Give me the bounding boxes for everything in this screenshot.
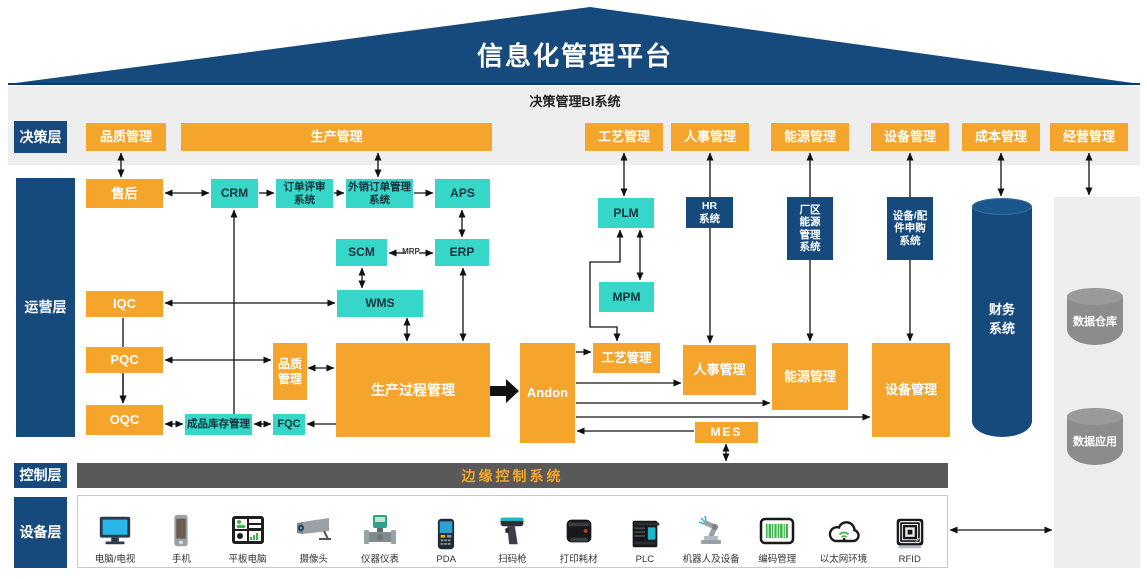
data-platform-panel: [1054, 197, 1140, 568]
device-item: 打印耗材: [547, 499, 611, 565]
cylinder-body: [972, 206, 1032, 437]
node-process-mgmt-ops: 工艺管理: [593, 343, 660, 373]
node-quality-mgmt-ops: 品质 管理: [273, 343, 307, 400]
device-item: 电脑/电视: [83, 499, 147, 565]
device-label: 打印耗材: [559, 554, 598, 565]
device-item: 仪器仪表: [348, 499, 412, 565]
device-item: 扫码枪: [480, 499, 544, 565]
cylinder-top: [1067, 408, 1123, 425]
node-quality-mgmt-decision: 品质管理: [86, 123, 166, 151]
cylinder-top: [972, 198, 1032, 215]
node-order-review-system: 订单评审 系统: [276, 179, 333, 208]
layer-label-control: 控制层: [14, 463, 67, 488]
ethernet-cloud-icon: [828, 521, 860, 543]
rfid-icon: [896, 518, 924, 549]
node-hr-system: HR 系统: [686, 197, 733, 228]
device-label: 摄像头: [299, 554, 329, 565]
data-application-label: 数据应用: [1073, 435, 1117, 448]
node-production-mgmt-decision: 生产管理: [181, 123, 492, 151]
device-label: 以太网环境: [819, 554, 868, 565]
device-item: 机器人及设备: [679, 499, 743, 565]
node-park-energy-system: 厂区 能源 管理 系统: [787, 197, 833, 260]
node-mes: MES: [695, 422, 758, 443]
node-finished-goods-inventory: 成品库存管理: [185, 414, 252, 435]
node-wms: WMS: [337, 290, 423, 317]
node-hr-mgmt-decision: 人事管理: [671, 123, 749, 151]
device-label: RFID: [898, 554, 921, 565]
device-item: PLC: [613, 499, 677, 565]
node-equipment-mgmt-decision: 设备管理: [871, 123, 949, 151]
instrument-icon: [363, 515, 396, 544]
plc-icon: [632, 520, 660, 548]
node-hr-mgmt-ops: 人事管理: [683, 345, 756, 395]
node-mpm: MPM: [599, 282, 654, 312]
node-iqc: IQC: [86, 291, 163, 317]
barcode-icon: [760, 517, 795, 545]
mrp-label: MRP: [402, 247, 420, 256]
layer-label-decision: 决策层: [14, 121, 67, 153]
device-label: 手机: [171, 554, 191, 565]
node-finance-system-cylinder: 财务 系统: [972, 198, 1032, 437]
node-andon: Andon: [520, 343, 575, 443]
camera-icon: [296, 518, 331, 540]
node-data-warehouse-cylinder: 数据仓库: [1067, 288, 1123, 345]
page-title: 信息化管理平台: [476, 41, 673, 71]
thick-arrow: [490, 379, 519, 403]
device-label: PLC: [635, 554, 655, 565]
monitor-icon: [99, 516, 131, 545]
node-crm: CRM: [211, 179, 258, 208]
node-aps: APS: [435, 179, 490, 208]
layer-label-operation: 运营层: [16, 178, 75, 437]
node-business-mgmt-decision: 经营管理: [1050, 123, 1128, 151]
node-data-application-cylinder: 数据应用: [1067, 408, 1123, 465]
finance-system-label: 财务 系统: [988, 301, 1015, 336]
device-panel: 电脑/电视 手机 平板电脑 摄像头 仪器仪表 PDA 扫码枪 打印耗材: [77, 495, 948, 568]
robot-arm-icon: [698, 515, 722, 544]
node-energy-mgmt-ops: 能源管理: [772, 343, 848, 410]
device-label: 仪器仪表: [360, 554, 399, 565]
smartphone-icon: [174, 514, 188, 547]
device-label: PDA: [436, 554, 456, 565]
barcode-scanner-icon: [501, 517, 524, 545]
node-export-order-system: 外销订单管理 系统: [346, 179, 413, 208]
cylinder-top: [1067, 288, 1123, 305]
device-item: 以太网环境: [812, 499, 876, 565]
layer-label-device: 设备层: [14, 497, 67, 568]
node-erp: ERP: [435, 239, 489, 266]
node-after-sales: 售后: [86, 179, 163, 208]
node-oqc: OQC: [86, 405, 163, 435]
node-scm: SCM: [336, 239, 387, 266]
node-pqc: PQC: [86, 347, 163, 373]
pda-icon: [438, 518, 455, 550]
edge-control-system-bar: 边缘控制系统: [77, 463, 948, 488]
device-label: 扫码枪: [498, 554, 527, 565]
edge-control-system-label: 边缘控制系统: [461, 467, 564, 484]
device-label: 平板电脑: [228, 554, 267, 565]
device-item: PDA: [414, 499, 478, 565]
device-item: 摄像头: [282, 499, 346, 565]
tablet-icon: [231, 516, 264, 544]
data-warehouse-label: 数据仓库: [1073, 315, 1117, 328]
bi-system-label: 决策管理BI系统: [529, 94, 621, 109]
node-equipment-purchase-system: 设备/配 件申购 系统: [887, 197, 933, 260]
node-cost-mgmt-decision: 成本管理: [962, 123, 1040, 151]
device-item: 编码管理: [745, 499, 809, 565]
node-plm: PLM: [598, 198, 654, 228]
device-item: RFID: [878, 499, 942, 565]
node-fqc: FQC: [273, 414, 305, 435]
printer-icon: [566, 519, 591, 543]
device-label: 电脑/电视: [94, 554, 136, 565]
device-label: 机器人及设备: [682, 554, 740, 565]
node-process-mgmt-decision: 工艺管理: [585, 123, 663, 151]
node-energy-mgmt-decision: 能源管理: [771, 123, 849, 151]
device-item: 平板电脑: [216, 499, 280, 565]
node-equipment-mgmt-ops: 设备管理: [872, 343, 950, 437]
device-item: 手机: [149, 499, 213, 565]
node-production-process-mgmt: 生产过程管理: [336, 343, 490, 437]
device-label: 编码管理: [758, 554, 797, 565]
